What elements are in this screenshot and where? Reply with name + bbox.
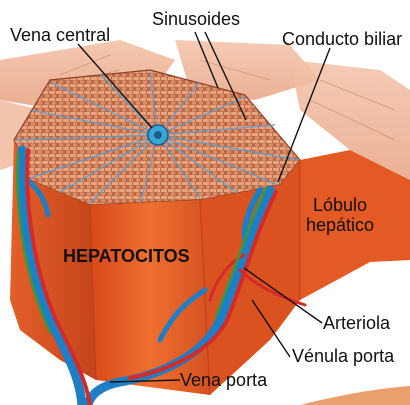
- label-central-vein: Vena central: [10, 26, 110, 44]
- label-portal-vein: Vena porta: [180, 371, 267, 389]
- label-portal-venule: Vénula porta: [292, 347, 394, 365]
- label-bile-duct: Conducto biliar: [282, 30, 402, 48]
- label-lobule-line1: Lóbulo: [300, 196, 380, 214]
- label-sinusoids: Sinusoides: [152, 10, 240, 28]
- label-arteriole: Arteriola: [323, 314, 390, 332]
- adjacent-tissue: [300, 386, 410, 405]
- label-lobule-line2: hepático: [300, 216, 380, 234]
- label-hepatocytes: HEPATOCITOS: [63, 247, 190, 265]
